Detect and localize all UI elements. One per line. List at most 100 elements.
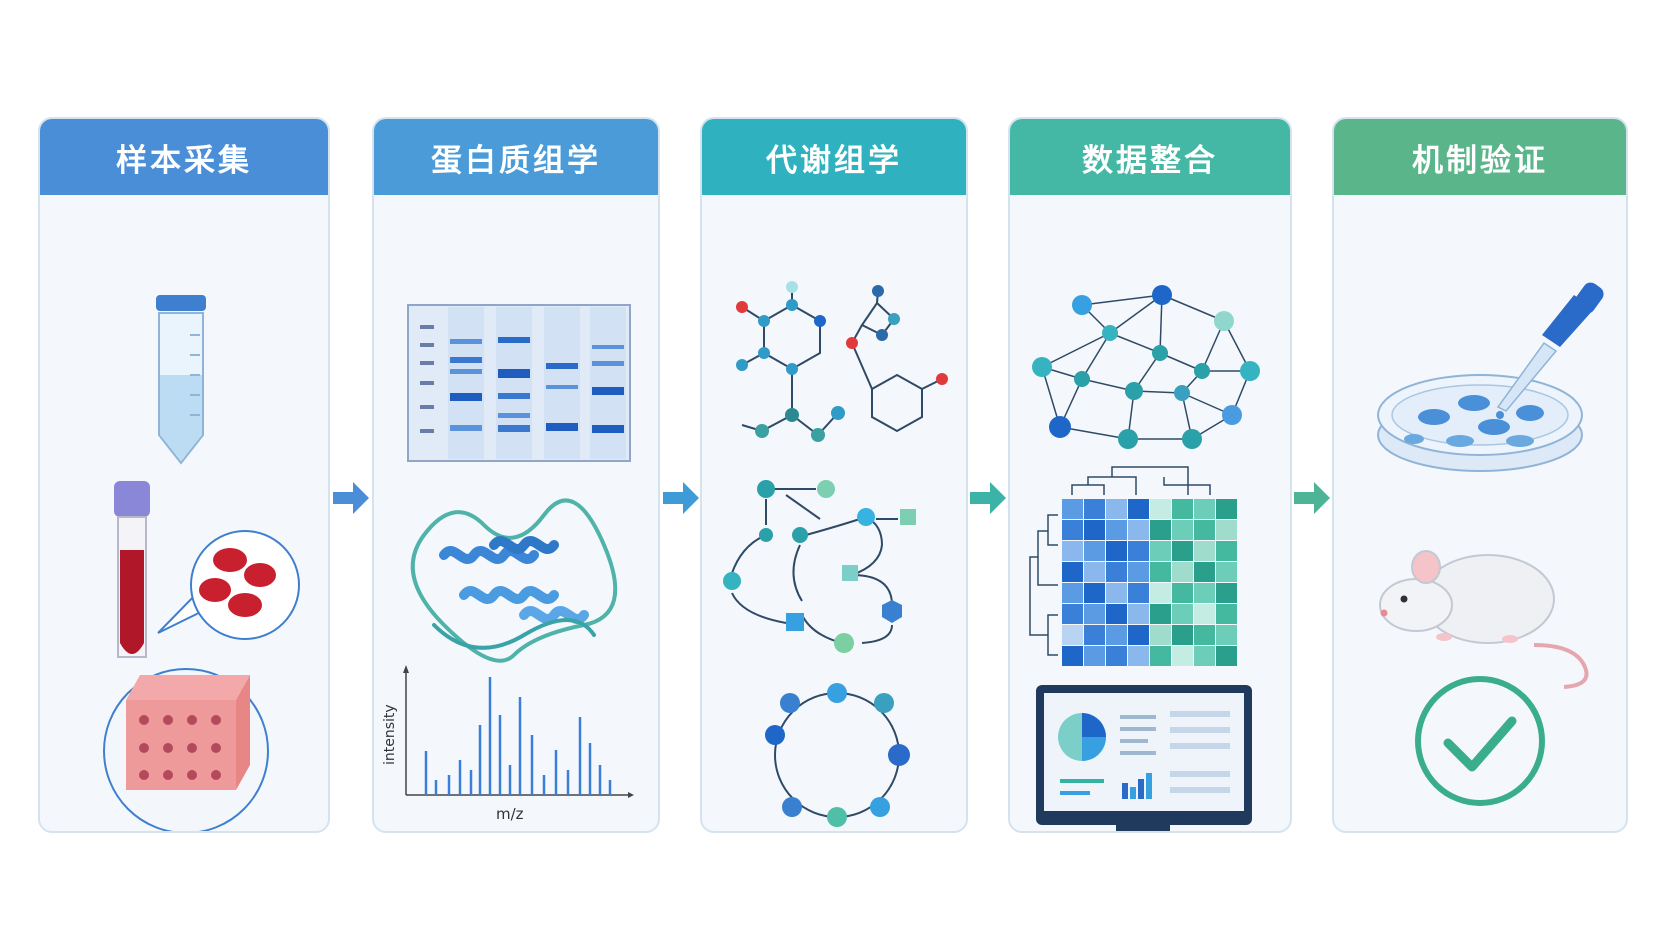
heatmap-cell	[1150, 583, 1171, 603]
heatmap-cell	[1172, 499, 1193, 519]
heatmap-cell	[1194, 646, 1215, 666]
heatmap-cell	[1194, 499, 1215, 519]
panel-illustrations: intensity m/z	[382, 304, 634, 823]
flow-arrow-icon	[663, 482, 699, 514]
heatmap-cell	[1194, 520, 1215, 540]
heatmap-cell	[1216, 520, 1237, 540]
heatmap-cells	[1062, 499, 1237, 666]
pipette-icon	[1496, 282, 1604, 419]
heatmap-cell	[1150, 646, 1171, 666]
flow-arrow-shape	[333, 482, 369, 514]
heatmap-cell	[1084, 625, 1105, 645]
panel-title: 数据整合	[1082, 142, 1218, 179]
heatmap-cell	[1128, 499, 1149, 519]
heatmap-cell	[1172, 541, 1193, 561]
heatmap-cell	[1172, 583, 1193, 603]
heatmap-cell	[1062, 625, 1083, 645]
heatmap-cell	[1128, 646, 1149, 666]
panel-title: 样本采集	[116, 142, 252, 179]
heatmap-cell	[1062, 583, 1083, 603]
heatmap-cell	[1106, 646, 1127, 666]
panel-illustrations	[723, 281, 948, 827]
heatmap-cell	[1150, 604, 1171, 624]
heatmap-cell	[1194, 625, 1215, 645]
network-nodes	[1032, 285, 1260, 449]
pathway-nodes	[723, 480, 916, 653]
heatmap-cell	[1084, 604, 1105, 624]
heatmap-cell	[1062, 562, 1083, 582]
heatmap-cell	[1216, 583, 1237, 603]
flow-arrow-shape	[663, 482, 699, 514]
flow-arrow-icon	[333, 482, 369, 514]
heatmap-cell	[1216, 499, 1237, 519]
heatmap-cell	[1172, 625, 1193, 645]
x-axis-label: m/z	[496, 805, 524, 823]
heatmap-cell	[1150, 625, 1171, 645]
heatmap-cell	[1062, 499, 1083, 519]
heatmap-cell	[1106, 541, 1127, 561]
protein-structure-icon	[410, 498, 618, 663]
heatmap-cell	[1150, 541, 1171, 561]
heatmap-cell	[1172, 562, 1193, 582]
red-blood-cells-icon	[157, 530, 300, 640]
panel-title: 蛋白质组学	[431, 142, 601, 179]
y-axis-label: intensity	[382, 704, 398, 765]
panel-title: 代谢组学	[766, 142, 902, 179]
heatmap-cell	[1216, 562, 1237, 582]
heatmap-cell	[1128, 541, 1149, 561]
heatmap-cell	[1106, 625, 1127, 645]
panel-header: 代谢组学	[702, 119, 966, 195]
petri-dish-icon	[1377, 374, 1583, 472]
centrifuge-tube-icon	[156, 295, 206, 465]
molecule-atoms	[736, 281, 948, 442]
heatmap-cell	[1106, 562, 1127, 582]
heatmap-cell	[1062, 541, 1083, 561]
heatmap-cell	[1216, 646, 1237, 666]
flow-arrow-icon	[970, 482, 1006, 514]
heatmap-cell	[1150, 520, 1171, 540]
heatmap-cell	[1194, 562, 1215, 582]
heatmap-cell	[1216, 541, 1237, 561]
heatmap-cell	[1062, 520, 1083, 540]
heatmap-cell	[1128, 604, 1149, 624]
heatmap-cell	[1150, 499, 1171, 519]
heatmap-cell	[1172, 604, 1193, 624]
heatmap-cell	[1216, 625, 1237, 645]
heatmap-cell	[1172, 520, 1193, 540]
mass-spectrum-chart: intensity m/z	[382, 665, 634, 823]
heatmap-cell	[1084, 562, 1105, 582]
heatmap-cell	[1084, 583, 1105, 603]
panel-header: 样本采集	[40, 119, 328, 195]
panel-illustrations	[1377, 282, 1604, 806]
heatmap-cell	[1128, 583, 1149, 603]
panel-metabolomics: 代谢组学	[700, 117, 968, 833]
heatmap-cell	[1062, 646, 1083, 666]
heatmap-cell	[1150, 562, 1171, 582]
panel-title: 机制验证	[1412, 142, 1548, 179]
panel-illustrations	[1029, 285, 1260, 831]
check-circle-icon	[1415, 676, 1545, 806]
metabolic-cycle-icon	[765, 683, 910, 827]
flow-arrow-shape	[1294, 482, 1330, 514]
panel-header: 机制验证	[1334, 119, 1626, 195]
flow-arrow-shape	[970, 482, 1006, 514]
heatmap-cell	[1106, 604, 1127, 624]
panel-illustrations	[103, 295, 300, 831]
blood-tube-icon	[114, 481, 150, 658]
heatmap-cell	[1128, 562, 1149, 582]
gel-electrophoresis-icon	[407, 304, 631, 462]
dashboard-monitor-icon	[1036, 685, 1252, 831]
panel-data-integration: 数据整合	[1008, 117, 1292, 833]
heatmap-cell	[1194, 541, 1215, 561]
heatmap-cell	[1106, 583, 1127, 603]
panel-header: 数据整合	[1010, 119, 1290, 195]
heatmap-cell	[1106, 520, 1127, 540]
spectrum-peaks	[424, 677, 612, 795]
heatmap-cell	[1128, 625, 1149, 645]
panel-sample-collection: 样本采集	[38, 117, 330, 833]
heatmap-cell	[1194, 583, 1215, 603]
heatmap-cell	[1084, 646, 1105, 666]
tissue-block-icon	[103, 668, 269, 831]
heatmap-cell	[1084, 499, 1105, 519]
